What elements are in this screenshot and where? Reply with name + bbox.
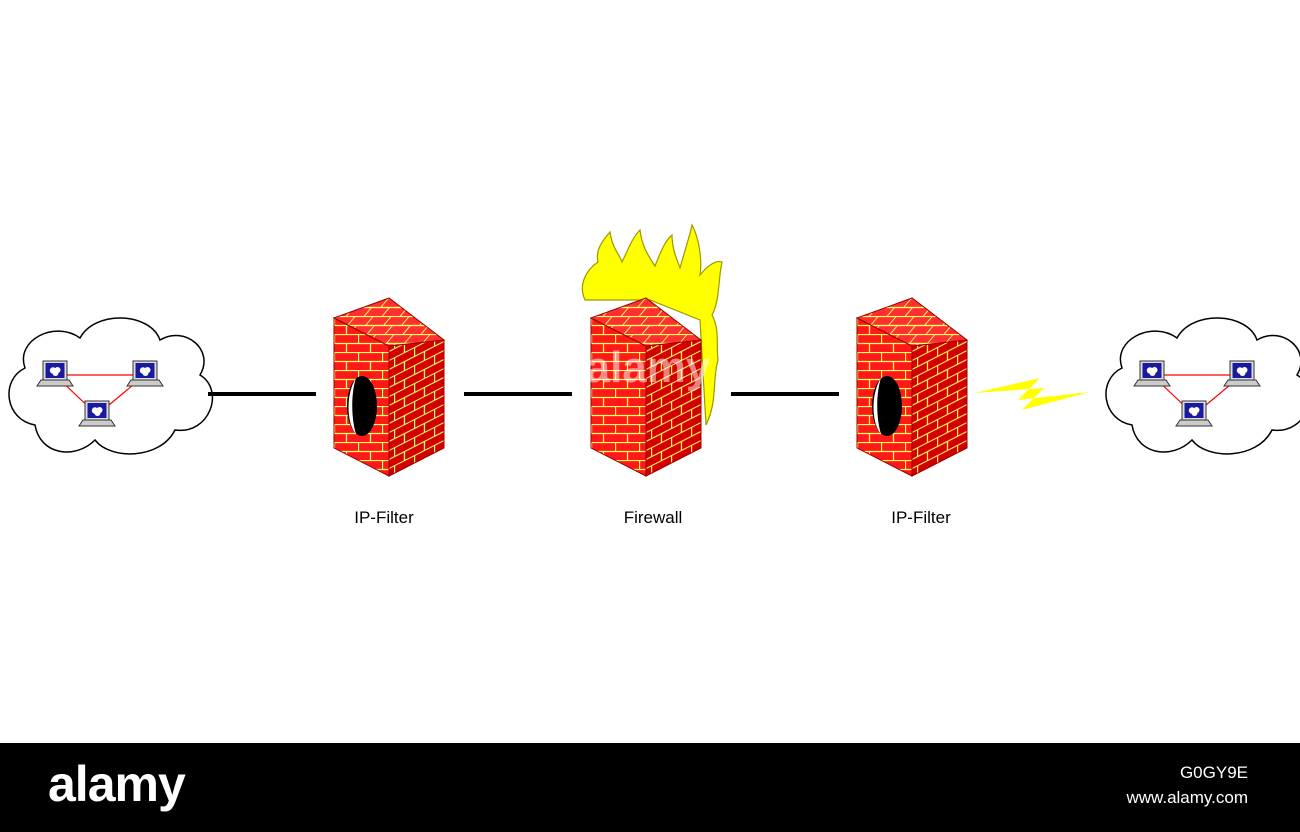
brand-logo: alamy [48,756,186,812]
filter-hole [872,376,902,436]
network-diagram: alamy [0,223,1300,477]
footer-bar: alamy G0GY9E www.alamy.com [0,743,1300,832]
right-ip-filter-label: IP-Filter [891,508,951,527]
watermark-text: alamy [586,343,711,392]
flame-icon [581,223,723,426]
wireless-lightning-icon [975,378,1090,410]
left-ip-filter-label: IP-Filter [354,508,414,527]
left-network-cloud [9,318,212,454]
right-network-cloud [1106,318,1300,454]
site-url: www.alamy.com [1126,788,1248,807]
left-ip-filter-wall [333,297,445,477]
image-id: G0GY9E [1179,763,1248,782]
right-ip-filter-wall [856,297,968,477]
firewall-label: Firewall [623,508,683,527]
filter-hole [347,376,377,436]
